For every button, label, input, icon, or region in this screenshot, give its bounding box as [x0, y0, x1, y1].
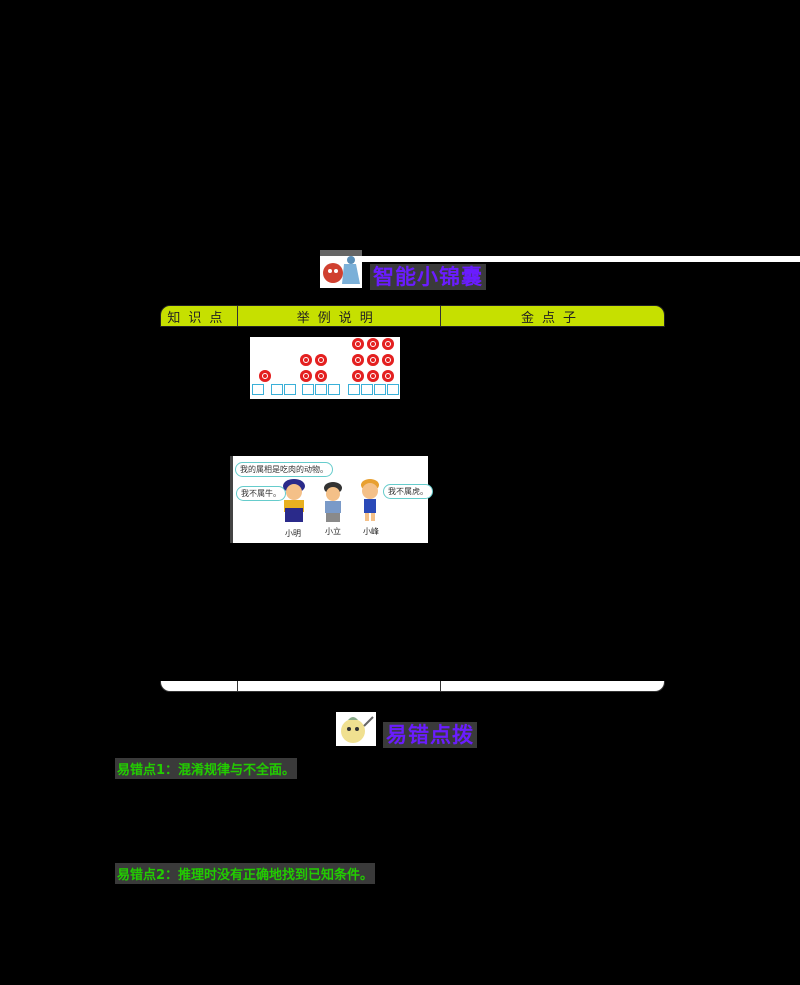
dot — [352, 370, 364, 382]
answer-box — [348, 384, 360, 395]
knowledge-table-footer — [160, 681, 665, 692]
header-knowledge-point: 知识点 — [161, 306, 238, 326]
answer-box — [387, 384, 399, 395]
dot — [315, 370, 327, 382]
answer-box — [361, 384, 373, 395]
boy-xiaoli-icon — [324, 482, 342, 522]
answer-box — [328, 384, 340, 395]
answer-box — [315, 384, 327, 395]
dot — [300, 370, 312, 382]
dot — [382, 370, 394, 382]
dot — [367, 354, 379, 366]
speech-bubble-main: 我的属相是吃肉的动物。 — [235, 462, 333, 477]
answer-box — [284, 384, 296, 395]
mistake-point-1: 易错点1：混淆规律与不全面。 — [115, 758, 298, 779]
boy-xiaofeng-icon — [361, 479, 379, 521]
header-examples: 举例说明 — [238, 306, 441, 326]
speech-bubble-xiaofeng: 我不属虎。 — [383, 484, 433, 499]
cartoon-character-icon — [336, 712, 376, 746]
name-xiaoming: 小明 — [285, 529, 301, 538]
name-xiaoli: 小立 — [325, 527, 341, 536]
answer-box — [374, 384, 386, 395]
knowledge-table-header: 知识点 举例说明 金点子 — [160, 305, 665, 327]
zodiac-puzzle-figure: 我的属相是吃肉的动物。 我不属牛。 我不属虎。 小明 小立 小峰 — [230, 456, 433, 543]
dot — [367, 338, 379, 350]
boy-xiaoming-icon — [283, 479, 305, 522]
decorative-line — [360, 256, 800, 262]
table-footer-cell — [238, 681, 441, 691]
section-heading-mistakes: 易错点拨 — [383, 722, 477, 748]
dot — [352, 338, 364, 350]
apple-money-bag-icon — [320, 250, 362, 288]
dot — [352, 354, 364, 366]
dot — [382, 354, 394, 366]
answer-box — [302, 384, 314, 395]
header-golden-tips: 金点子 — [520, 310, 584, 326]
dot — [315, 354, 327, 366]
name-xiaofeng: 小峰 — [363, 527, 379, 536]
table-footer-cell — [441, 681, 664, 691]
speech-bubble-xiaoming: 我不属牛。 — [236, 486, 286, 501]
dot — [259, 370, 271, 382]
dot — [382, 338, 394, 350]
answer-box — [271, 384, 283, 395]
section-heading-tips: 智能小锦囊 — [370, 264, 486, 290]
dot — [300, 354, 312, 366]
mistake-point-2: 易错点2：推理时没有正确地找到已知条件。 — [115, 863, 376, 884]
table-footer-cell — [161, 681, 238, 691]
answer-box — [252, 384, 264, 395]
dot — [367, 370, 379, 382]
square-numbers-figure — [250, 337, 400, 399]
